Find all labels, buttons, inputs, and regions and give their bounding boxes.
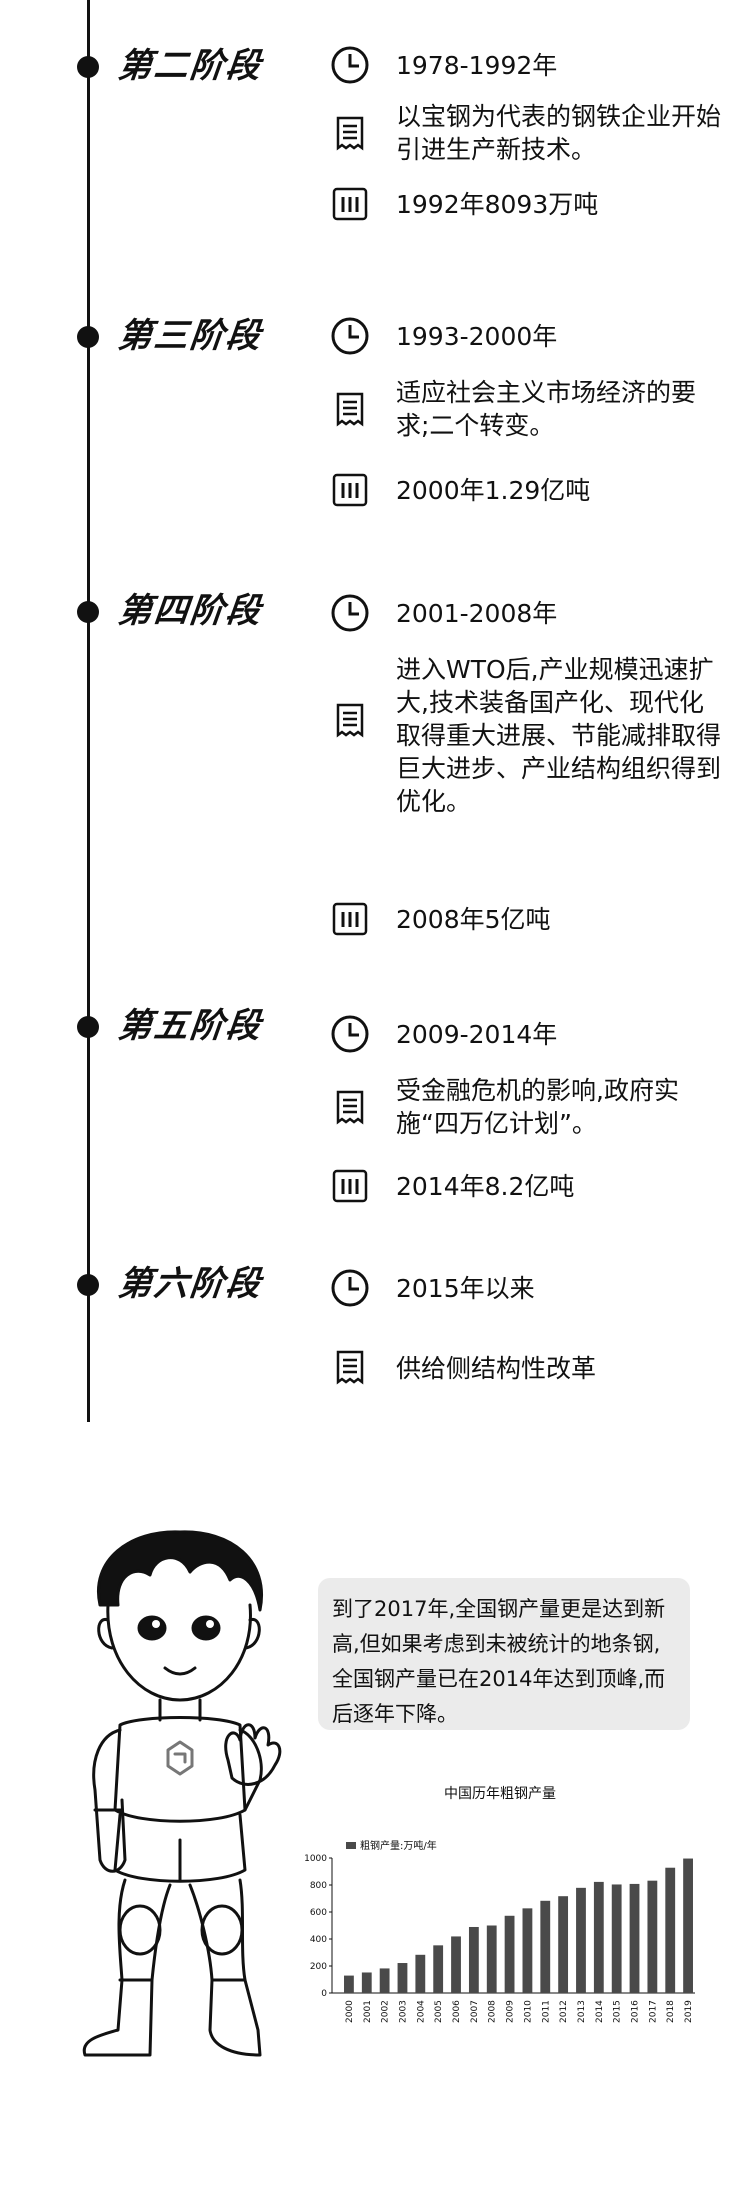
document-icon [336, 1350, 364, 1385]
y-tick-label: 0 [321, 1989, 327, 1999]
bar [540, 1900, 551, 1993]
robot-illustration [82, 1530, 282, 2057]
period-text: 2009-2014年 [396, 1020, 558, 1049]
timeline-dot [77, 1274, 99, 1296]
x-tick-label: 2018 [666, 2000, 676, 2023]
document-icon [336, 703, 364, 738]
stage-title: 第二阶段 [115, 46, 265, 86]
bar [451, 1936, 461, 1993]
bar [344, 1975, 354, 1993]
bar [576, 1887, 586, 1993]
y-tick-label: 800 [310, 1881, 327, 1891]
bar-chart-icon [332, 1169, 368, 1203]
bar [433, 1945, 444, 1993]
bar [665, 1867, 676, 1993]
x-tick-label: 2006 [452, 2000, 462, 2023]
output-text: 2014年8.2亿吨 [396, 1172, 575, 1201]
chart-bars [344, 1858, 693, 1993]
bar-chart-icon [332, 902, 368, 936]
clock-icon [331, 1269, 369, 1307]
bar [522, 1908, 533, 1993]
info-bubble: 到了2017年,全国钢产量更是达到新高,但如果考虑到未被统计的地条钢,全国钢产量… [318, 1578, 690, 1730]
x-tick-label: 2017 [648, 2000, 658, 2023]
bar [629, 1883, 640, 1993]
desc-text: 适应社会主义市场经济的要求;二个转变。 [396, 378, 697, 440]
x-tick-label: 2010 [523, 2000, 533, 2023]
x-tick-label: 2009 [506, 2000, 516, 2023]
bar-chart-icon [332, 473, 368, 507]
timeline-line [87, 0, 90, 1422]
output-text: 2008年5亿吨 [396, 905, 551, 934]
bar [593, 1881, 604, 1993]
x-tick-label: 2016 [631, 2000, 641, 2023]
stage-title: 第五阶段 [115, 1006, 265, 1046]
x-tick-label: 2019 [684, 2000, 694, 2023]
bar [468, 1926, 479, 1993]
x-tick-label: 2007 [470, 2000, 480, 2023]
x-tick-label: 2002 [381, 2000, 391, 2023]
bar [486, 1925, 497, 1993]
x-tick-label: 2005 [434, 2000, 444, 2023]
bar [611, 1884, 622, 1993]
desc-text: 供给侧结构性改革 [396, 1354, 597, 1383]
steel-output-chart: 中国历年粗钢产量 粗钢产量:万吨/年 0 200 400 600 800 1000 200… [304, 1786, 695, 2023]
clock-icon [331, 594, 369, 632]
bar [558, 1896, 569, 1993]
x-tick-label: 2003 [398, 2000, 408, 2023]
chart-title: 中国历年粗钢产量 [444, 1786, 556, 1802]
timeline-dot [77, 1016, 99, 1038]
x-tick-label: 2014 [595, 2000, 605, 2023]
x-tick-label: 2013 [577, 2000, 587, 2023]
clock-icon [331, 317, 369, 355]
legend-swatch [346, 1842, 356, 1849]
period-text: 1993-2000年 [396, 322, 558, 351]
period-text: 1978-1992年 [396, 51, 558, 80]
stage-title: 第六阶段 [115, 1264, 265, 1304]
x-tick-label: 2001 [363, 2000, 373, 2023]
stage-title: 第四阶段 [115, 591, 265, 631]
document-icon [336, 1090, 364, 1125]
bar [361, 1972, 372, 1993]
y-tick-label: 200 [310, 1962, 327, 1972]
timeline-dot [77, 56, 99, 78]
output-text: 2000年1.29亿吨 [396, 476, 591, 505]
output-text: 1992年8093万吨 [396, 190, 599, 219]
stage-title: 第三阶段 [115, 316, 265, 356]
chart-xlabels: 2000 2001 2002 2003 2004 2005 2006 2007 2008 2009… [345, 2000, 694, 2023]
bar [504, 1915, 515, 1993]
x-tick-label: 2011 [541, 2000, 551, 2023]
clock-icon [331, 46, 369, 84]
x-tick-label: 2008 [488, 2000, 498, 2023]
x-tick-label: 2012 [559, 2000, 569, 2023]
bar [647, 1880, 658, 1993]
timeline-dot [77, 601, 99, 623]
bar [683, 1858, 693, 1993]
bar [415, 1954, 426, 1993]
timeline-dot [77, 326, 99, 348]
x-tick-label: 2000 [345, 2000, 355, 2023]
document-icon [336, 116, 364, 151]
clock-icon [331, 1015, 369, 1053]
bar-chart-icon [332, 187, 368, 221]
desc-text: 进入WTO后,产业规模迅速扩大,技术装备国产化、现代化取得重大进展、节能减排取得… [396, 655, 722, 816]
y-tick-label: 1000 [304, 1854, 327, 1864]
bar [379, 1968, 390, 1993]
document-icon [336, 392, 364, 427]
bar [397, 1963, 408, 1993]
x-tick-label: 2004 [416, 2000, 426, 2023]
period-text: 2001-2008年 [396, 599, 558, 628]
legend-label: 粗钢产量:万吨/年 [360, 1839, 437, 1852]
desc-text: 受金融危机的影响,政府实施“四万亿计划”。 [396, 1076, 679, 1138]
desc-text: 以宝钢为代表的钢铁企业开始引进生产新技术。 [396, 102, 722, 164]
y-tick-label: 600 [310, 1908, 327, 1918]
period-text: 2015年以来 [396, 1274, 535, 1303]
y-tick-label: 400 [310, 1935, 327, 1945]
x-tick-label: 2015 [613, 2000, 623, 2023]
